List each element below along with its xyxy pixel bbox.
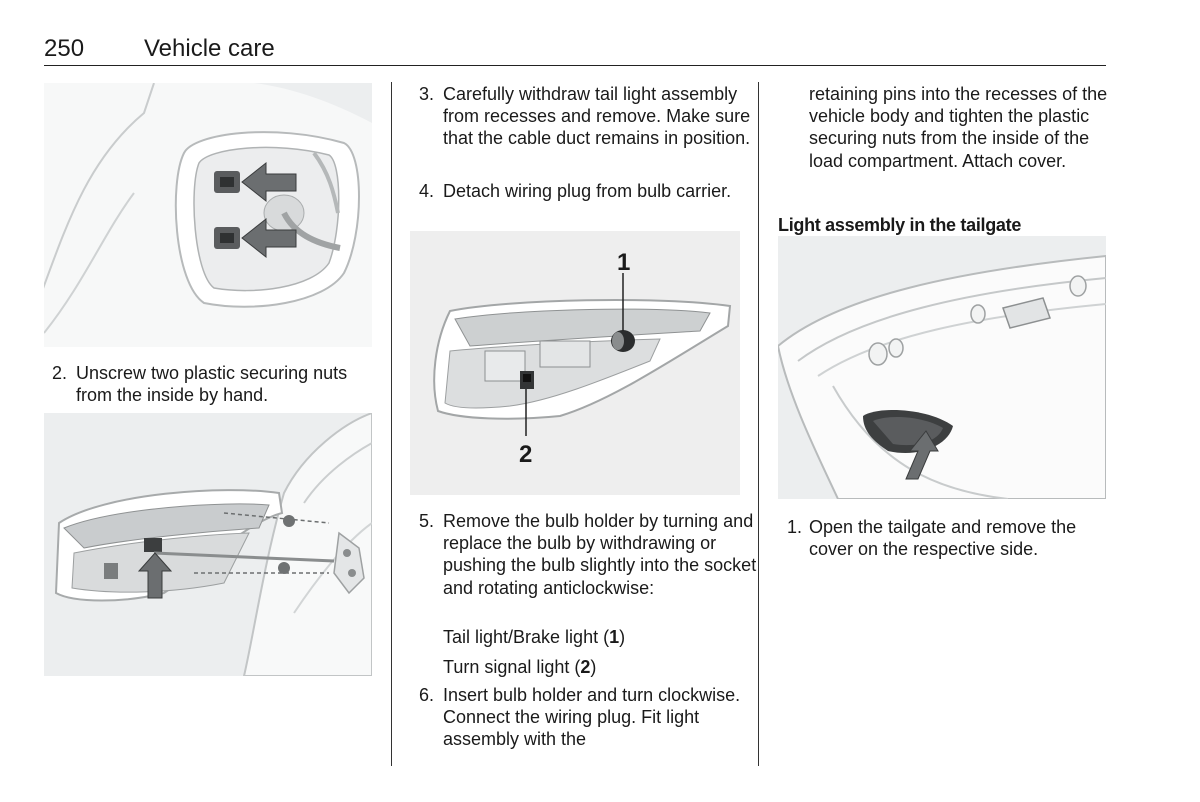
bulb-close: ) [590, 657, 597, 677]
step-number: 6. [419, 685, 435, 705]
page-number: 250 [44, 35, 85, 62]
step-text: Carefully withdraw tail light assembly f… [443, 84, 751, 149]
step-6-continued: retaining pins into the recesses of the … [809, 84, 1108, 171]
step-2: 2. Unscrew two plastic securing nuts fro… [52, 362, 382, 408]
step-text: Open the tailgate and remove the cover o… [809, 517, 1077, 560]
bulb-label: Tail light/Brake light ( [443, 627, 610, 647]
step-3: 3. Carefully withdraw tail light assembl… [419, 83, 759, 173]
step-text: Detach wiring plug from bulb carrier. [443, 181, 732, 201]
step-number: 2. [52, 363, 68, 383]
step-5: 5. Remove the bulb holder by turning and… [419, 510, 759, 622]
column-divider-2 [758, 82, 759, 766]
subheading-tailgate: Light assembly in the tailgate [778, 215, 1022, 235]
section-title: Vehicle care [144, 35, 275, 62]
step-number: 3. [419, 84, 435, 104]
step-text: Remove the bulb holder by turning and re… [443, 511, 757, 598]
callout-2: 2 [519, 441, 533, 468]
figure-light-recess [44, 83, 372, 347]
bulb-tail-brake: Tail light/Brake light (1) [443, 626, 743, 648]
step-number: 5. [419, 511, 435, 531]
step-text: Unscrew two plastic securing nuts from t… [76, 363, 348, 406]
bulb-label: Turn signal light ( [443, 657, 581, 677]
bulb-turn-signal: Turn signal light (2) [443, 656, 743, 678]
figure-bulb-carrier [410, 231, 740, 495]
callout-1: 1 [617, 249, 631, 276]
step-4: 4. Detach wiring plug from bulb carrier. [419, 180, 759, 226]
step-text: Insert bulb holder and turn clockwise. C… [443, 685, 741, 750]
column-divider-1 [391, 82, 392, 766]
step-number: 4. [419, 181, 435, 201]
step-6: 6. Insert bulb holder and turn clockwise… [419, 684, 759, 754]
bulb-close: ) [619, 627, 626, 647]
bulb-ref: 1 [609, 627, 620, 647]
bulb-ref: 2 [580, 657, 591, 677]
header-rule [44, 65, 1106, 66]
step-1: 1. Open the tailgate and remove the cove… [787, 516, 1112, 562]
figure-tail-light-removal [44, 413, 372, 676]
figure-tailgate [778, 236, 1106, 499]
page-header: 250 Vehicle care [44, 34, 1106, 66]
step-number: 1. [787, 517, 803, 537]
